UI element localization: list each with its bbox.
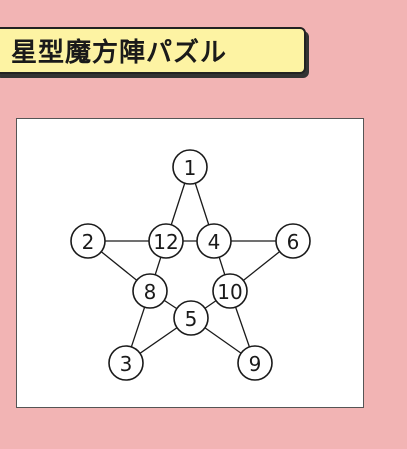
title-banner: 星型魔方陣パズル bbox=[0, 27, 306, 74]
node-label: 4 bbox=[208, 230, 221, 254]
node-label: 5 bbox=[185, 307, 198, 331]
node-label: 8 bbox=[144, 280, 157, 304]
node-center-bottom: 5 bbox=[173, 300, 209, 336]
node-label: 2 bbox=[82, 230, 95, 254]
node-label: 12 bbox=[153, 230, 178, 254]
node-label: 9 bbox=[249, 352, 262, 376]
node-left: 2 bbox=[70, 223, 106, 259]
node-label: 6 bbox=[287, 230, 300, 254]
node-lower-left-inner: 8 bbox=[132, 273, 168, 309]
node-lower-right-inner: 10 bbox=[212, 273, 248, 309]
node-bottom-left: 3 bbox=[108, 345, 144, 381]
node-label: 3 bbox=[120, 352, 133, 376]
node-right: 6 bbox=[275, 223, 311, 259]
node-top: 1 bbox=[172, 149, 208, 185]
node-inner-right: 4 bbox=[196, 223, 232, 259]
page-title: 星型魔方陣パズル bbox=[11, 38, 228, 68]
node-inner-left: 12 bbox=[148, 223, 184, 259]
node-label: 10 bbox=[217, 280, 242, 304]
node-bottom-right: 9 bbox=[237, 345, 273, 381]
node-label: 1 bbox=[184, 156, 197, 180]
